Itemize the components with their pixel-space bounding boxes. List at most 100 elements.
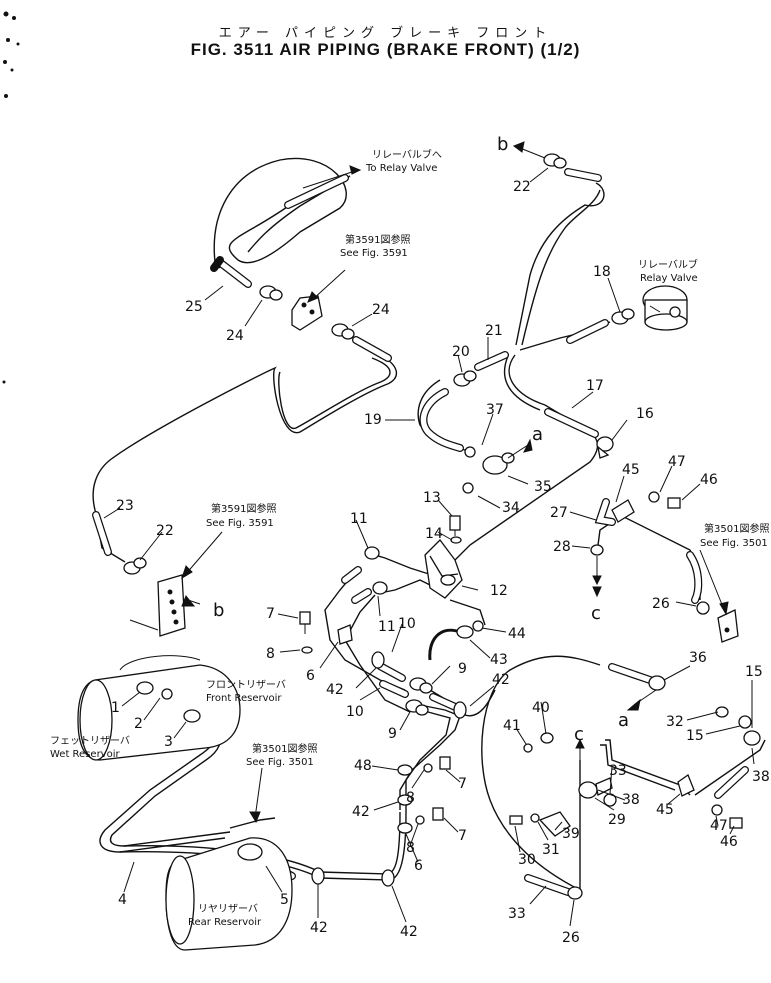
scan-noise: [2, 11, 20, 384]
callout-45: 45: [622, 462, 640, 478]
label-wet-reservoir-en: Wet Reservoir: [50, 749, 120, 760]
fitting-18: [611, 308, 635, 325]
callout-22: 22: [513, 179, 531, 195]
pipe-b-down: [515, 182, 605, 346]
letter-b-top: b: [497, 134, 508, 155]
label-see3591b-en: See Fig. 3591: [206, 518, 274, 529]
bolt-30: [509, 815, 523, 825]
label-see3501a-en: See Fig. 3501: [700, 538, 768, 549]
bolt-7c: [432, 807, 444, 821]
bolt-7b: [439, 756, 451, 770]
callout-48: 48: [354, 758, 372, 774]
callout-2: 2: [134, 716, 143, 732]
label-relay-valve-jp: リレーバルブ: [638, 258, 698, 271]
callout-43: 43: [490, 652, 508, 668]
callout-37: 37: [486, 402, 504, 418]
pipe-loop-upper: [213, 157, 347, 269]
callout-33: 33: [609, 763, 627, 779]
callout-47: 47: [668, 454, 686, 470]
callout-19: 19: [364, 412, 382, 428]
fitting-26: [696, 601, 710, 615]
part-numbers: 22 25 24 24 18 21 20 17 16 19 37 35 34 1…: [111, 179, 770, 946]
fitting-35: [482, 452, 515, 475]
callout-1: 1: [111, 700, 120, 716]
fitting-16: [596, 436, 614, 459]
title-japanese: エアー パイピング ブレーキ フロント: [218, 26, 553, 41]
fitting-34: [462, 482, 474, 494]
callout-41: 41: [503, 718, 521, 734]
callout-11: 11: [378, 619, 396, 635]
callout-23: 23: [116, 498, 134, 514]
clamp-45b: [677, 773, 695, 797]
fitting-22-top: [543, 153, 567, 169]
callout-38: 38: [752, 769, 770, 785]
washer-47b: [711, 804, 723, 816]
pipe-17-2: [503, 355, 541, 411]
clamp-42b: [453, 701, 467, 719]
callout-17: 17: [586, 378, 604, 394]
pipe-17: [454, 354, 599, 561]
manifold-3591-upper: [291, 295, 323, 331]
callout-5: 5: [280, 892, 289, 908]
label-see3591b-jp: 第3591図参照: [211, 502, 276, 515]
pipe-bottom-long: [119, 811, 407, 881]
callout-26: 26: [562, 930, 580, 946]
pipe-long-left-2: [278, 357, 391, 429]
fitting-20: [453, 370, 477, 387]
pipe-bottom-long-2: [123, 811, 401, 875]
fitting-9a: [409, 677, 433, 694]
pipe-38: [694, 739, 766, 796]
fitting-40: [540, 732, 554, 744]
washer-8c: [415, 815, 425, 825]
callout-45: 45: [656, 802, 674, 818]
pipe-11-10b: [344, 594, 411, 713]
label-rear-reservoir-jp: リヤリザーバ: [198, 903, 258, 915]
label-front-reservoir-jp: フロントリザーバ: [206, 679, 286, 691]
callout-9: 9: [388, 726, 397, 742]
fitting-24a: [259, 285, 283, 301]
callout-24: 24: [226, 328, 244, 344]
callout-20: 20: [452, 344, 470, 360]
manifold-3591-lower: [129, 574, 186, 637]
callout-39: 39: [562, 826, 580, 842]
pipe-9-42c: [405, 711, 451, 812]
callout-44: 44: [508, 626, 526, 642]
callout-4: 4: [118, 892, 127, 908]
callout-10: 10: [398, 616, 416, 632]
front-reservoir: [77, 655, 241, 761]
fitting-38: [738, 715, 761, 746]
clamp-6b: [397, 822, 413, 834]
callout-16: 16: [636, 406, 654, 422]
fitting-37: [464, 446, 476, 458]
clamp-42a: [371, 651, 385, 669]
callout-6: 6: [414, 858, 423, 874]
callout-12: 12: [490, 583, 508, 599]
bolt-46b: [729, 817, 743, 829]
label-see3591a-jp: 第3591図参照: [345, 233, 410, 246]
pipe-network: [92, 157, 766, 891]
brake-valve-block-12: [424, 539, 463, 599]
label-rear-reservoir-en: Rear Reservoir: [188, 917, 262, 928]
callout-13: 13: [423, 490, 441, 506]
pipe-9-42b: [399, 704, 461, 810]
callout-31: 31: [542, 842, 560, 858]
pipe-33b: [600, 744, 676, 791]
bracket-3501-right: [717, 609, 739, 643]
callout-40: 40: [532, 700, 550, 716]
fitting-41: [523, 743, 533, 753]
pipe-11-10: [324, 571, 406, 691]
callout-labels: リレーバルブへ To Relay Valve 第3591図参照 See Fig.…: [50, 148, 769, 928]
callout-3: 3: [164, 734, 173, 750]
callout-29: 29: [608, 812, 626, 828]
callout-22: 22: [156, 523, 174, 539]
pipe-b-down-2: [521, 189, 601, 346]
callout-32: 32: [666, 714, 684, 730]
callout-8: 8: [406, 840, 415, 856]
plate-39: [538, 811, 571, 837]
letter-a-right: a: [618, 710, 629, 731]
fitting-36: [648, 675, 666, 691]
fitting-11b: [372, 581, 388, 595]
callout-8: 8: [406, 790, 415, 806]
callout-42: 42: [310, 920, 328, 936]
